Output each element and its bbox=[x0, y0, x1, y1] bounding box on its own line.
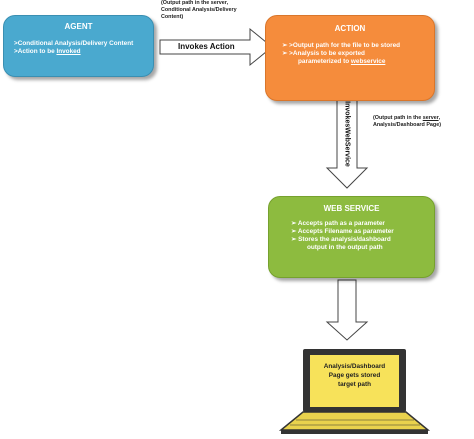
web-service-box: WEB SERVICE ➢ Accepts path as a paramete… bbox=[268, 196, 435, 278]
invokes-action-label: Invokes Action bbox=[178, 42, 235, 51]
action-box: ACTION ➢ >Output path for the file to be… bbox=[265, 15, 435, 101]
invokes-webservice-label: InvokesWebService bbox=[343, 101, 351, 167]
web-service-bullet-3-cont: output in the output path bbox=[307, 244, 383, 251]
annotation-right: (Output path in the server, Analysis/Das… bbox=[373, 115, 442, 128]
web-service-bullet-3: ➢ Stores the analysis/dashboard bbox=[291, 236, 391, 243]
action-title: ACTION bbox=[334, 24, 366, 33]
agent-line-2: >Action to be Invoked bbox=[14, 48, 81, 55]
web-service-bullet-1: ➢ Accepts path as a parameter bbox=[291, 220, 385, 227]
annotation-top: (Output path in the server, Conditional … bbox=[161, 0, 237, 20]
agent-title: AGENT bbox=[64, 22, 93, 31]
invokes-webservice-arrow bbox=[325, 97, 369, 189]
store-arrow bbox=[325, 279, 369, 341]
action-bullet-1: ➢ >Output path for the file to be stored bbox=[282, 42, 401, 49]
invokes-action-arrow bbox=[159, 27, 273, 67]
action-bullet-2: ➢ >Analysis to be exported bbox=[282, 50, 365, 57]
action-bullet-3: parameterized to webservice bbox=[298, 58, 386, 65]
agent-line-1: >Conditional Analysis/Delivery Content bbox=[14, 40, 134, 47]
web-service-bullet-2: ➢ Accepts Filename as parameter bbox=[291, 228, 394, 235]
agent-box: AGENT >Conditional Analysis/Delivery Con… bbox=[3, 15, 154, 77]
web-service-title: WEB SERVICE bbox=[323, 204, 380, 213]
laptop-icon bbox=[278, 349, 431, 434]
laptop-screen-text: Analysis/Dashboard Page gets stored targ… bbox=[323, 363, 386, 388]
